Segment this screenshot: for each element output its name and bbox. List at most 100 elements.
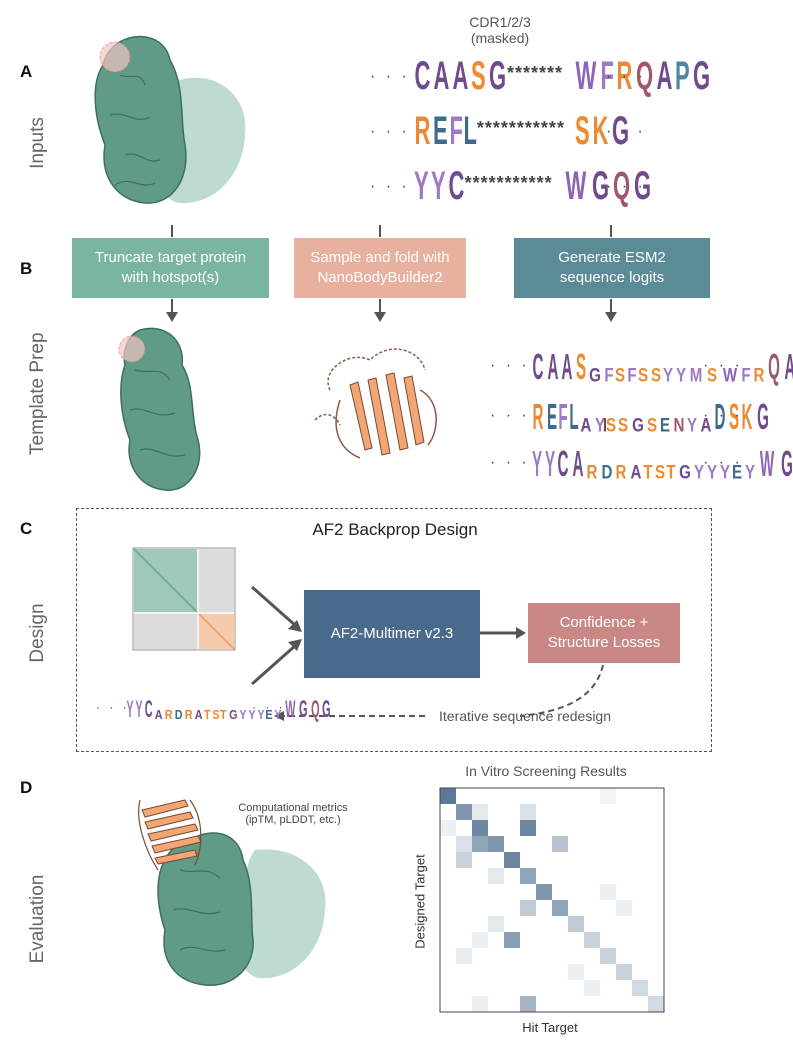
ellipsis-right: · · · bbox=[606, 178, 646, 195]
panel-letter-d: D bbox=[20, 778, 33, 797]
logit-letter: A bbox=[700, 413, 712, 437]
input-seq-letter: G bbox=[634, 164, 652, 208]
logit-letter: A bbox=[784, 349, 793, 385]
design-seq-letter: Y bbox=[248, 707, 256, 723]
input-seq-letter: L bbox=[463, 109, 478, 153]
logit-letter: C bbox=[557, 443, 569, 484]
logit-letter: T bbox=[643, 460, 653, 484]
logit-letter: A bbox=[561, 346, 573, 387]
heatmap-cell bbox=[456, 948, 472, 964]
design-seq-letter: Y bbox=[135, 696, 143, 723]
input-seq-letter: K bbox=[592, 109, 609, 153]
esm2-logits-box: Generate ESM2 sequence logits bbox=[514, 238, 710, 298]
logit-letter: S bbox=[618, 413, 629, 437]
logit-letter: R bbox=[753, 363, 765, 387]
masked-cdr-stars: *********** bbox=[476, 118, 565, 138]
logit-letter: A bbox=[547, 346, 558, 387]
logit-letter: S bbox=[654, 460, 665, 484]
heatmap-cell bbox=[632, 980, 648, 996]
logit-letter: Y bbox=[531, 443, 543, 484]
logit-letter: E bbox=[732, 460, 743, 484]
logit-letter: F bbox=[604, 363, 614, 387]
design-frame bbox=[76, 508, 712, 752]
heatmap-cell bbox=[488, 868, 504, 884]
logit-letter: E bbox=[546, 396, 557, 437]
logit-letter: S bbox=[575, 346, 586, 387]
masked-cdr-stars: ******* bbox=[507, 63, 564, 83]
design-seq-letter: W bbox=[285, 696, 296, 723]
panel-letter-a: A bbox=[20, 62, 33, 81]
input-seq-letter: A bbox=[656, 54, 673, 98]
input-seq-letter: F bbox=[600, 54, 614, 98]
ellipsis-right: · · · bbox=[703, 357, 743, 374]
heatmap-cell bbox=[472, 820, 488, 836]
heatmap-cell bbox=[520, 868, 536, 884]
design-seq-letter: Y bbox=[239, 707, 247, 723]
heatmap-cell bbox=[472, 804, 488, 820]
logit-letter: W bbox=[760, 443, 775, 484]
design-seq-letter: A bbox=[154, 707, 163, 723]
ellipsis-left: · · · bbox=[370, 123, 410, 140]
logit-letter: S bbox=[647, 413, 658, 437]
heatmap-cell bbox=[456, 836, 472, 852]
logit-letter: S bbox=[615, 363, 626, 387]
masked-cdr-stars: *********** bbox=[464, 173, 553, 193]
logit-letter: G bbox=[589, 363, 602, 387]
design-seq-letter: G bbox=[228, 707, 238, 723]
nanobody-structure-image bbox=[314, 348, 437, 459]
ellipsis-right: · · · bbox=[703, 454, 743, 471]
heatmap-cell bbox=[472, 932, 488, 948]
input-seq-letter: S bbox=[574, 109, 590, 153]
screening-heatmap bbox=[439, 787, 665, 1013]
heatmap-cell bbox=[648, 996, 664, 1012]
ellipsis-left: · · · bbox=[370, 178, 410, 195]
logit-row: CAASGFSFSSYYMSWFRQAPG bbox=[525, 343, 793, 385]
design-seq-letter: D bbox=[174, 707, 183, 723]
logit-letter: D bbox=[601, 460, 613, 484]
af2-multimer-box: AF2-Multimer v2.3 bbox=[304, 590, 480, 678]
panel-letter-b: B bbox=[20, 259, 33, 278]
logit-letter: A bbox=[572, 443, 584, 484]
heatmap-cell bbox=[600, 884, 616, 900]
heatmap-cell bbox=[472, 996, 488, 1012]
heatmap-xlabel: Hit Target bbox=[522, 1020, 578, 1035]
heatmap-cell bbox=[600, 788, 616, 804]
logit-letter: G bbox=[631, 413, 644, 437]
logit-letter: Y bbox=[594, 413, 605, 437]
input-seq-letter: G bbox=[611, 109, 629, 153]
input-seq-letter: Y bbox=[414, 164, 429, 208]
logit-letter: Y bbox=[719, 460, 730, 484]
input-seq-letter: S bbox=[471, 54, 486, 98]
logit-letter: N bbox=[673, 413, 684, 437]
input-seq-letter: G bbox=[591, 164, 609, 208]
truncate-target-box: Truncate target protein with hotspot(s) bbox=[72, 238, 269, 298]
logit-letter: Y bbox=[686, 413, 698, 437]
input-seq-letter: A bbox=[433, 54, 450, 98]
ellipsis-right: · · · bbox=[606, 123, 646, 140]
heatmap-ylabel: Designed Target bbox=[412, 854, 428, 949]
input-seq-letter: R bbox=[616, 54, 632, 98]
logit-letter: A bbox=[580, 413, 592, 437]
heatmap-cell bbox=[600, 948, 616, 964]
losses-box: Confidence + Structure Losses bbox=[528, 603, 680, 663]
input-seq-letter: G bbox=[692, 54, 710, 98]
heatmap-cell bbox=[520, 900, 536, 916]
heatmap-border bbox=[439, 787, 665, 1013]
input-seq-letter: W bbox=[575, 54, 597, 98]
heatmap-cell bbox=[504, 932, 520, 948]
logit-letter: Y bbox=[706, 460, 718, 484]
ellipsis-right: · · · bbox=[606, 68, 646, 85]
heatmap-cell bbox=[568, 916, 584, 932]
heatmap-cell bbox=[584, 980, 600, 996]
logit-letter: I bbox=[603, 413, 608, 437]
input-seq-letter: P bbox=[674, 54, 690, 98]
design-seq-letter: Y bbox=[274, 707, 282, 723]
logit-letter: Y bbox=[675, 363, 686, 387]
design-seq-letter: T bbox=[220, 707, 227, 723]
logit-letter: A bbox=[630, 460, 642, 484]
logit-letter: S bbox=[638, 363, 649, 387]
logit-letter: Y bbox=[663, 363, 674, 387]
logit-letter: F bbox=[558, 396, 568, 437]
